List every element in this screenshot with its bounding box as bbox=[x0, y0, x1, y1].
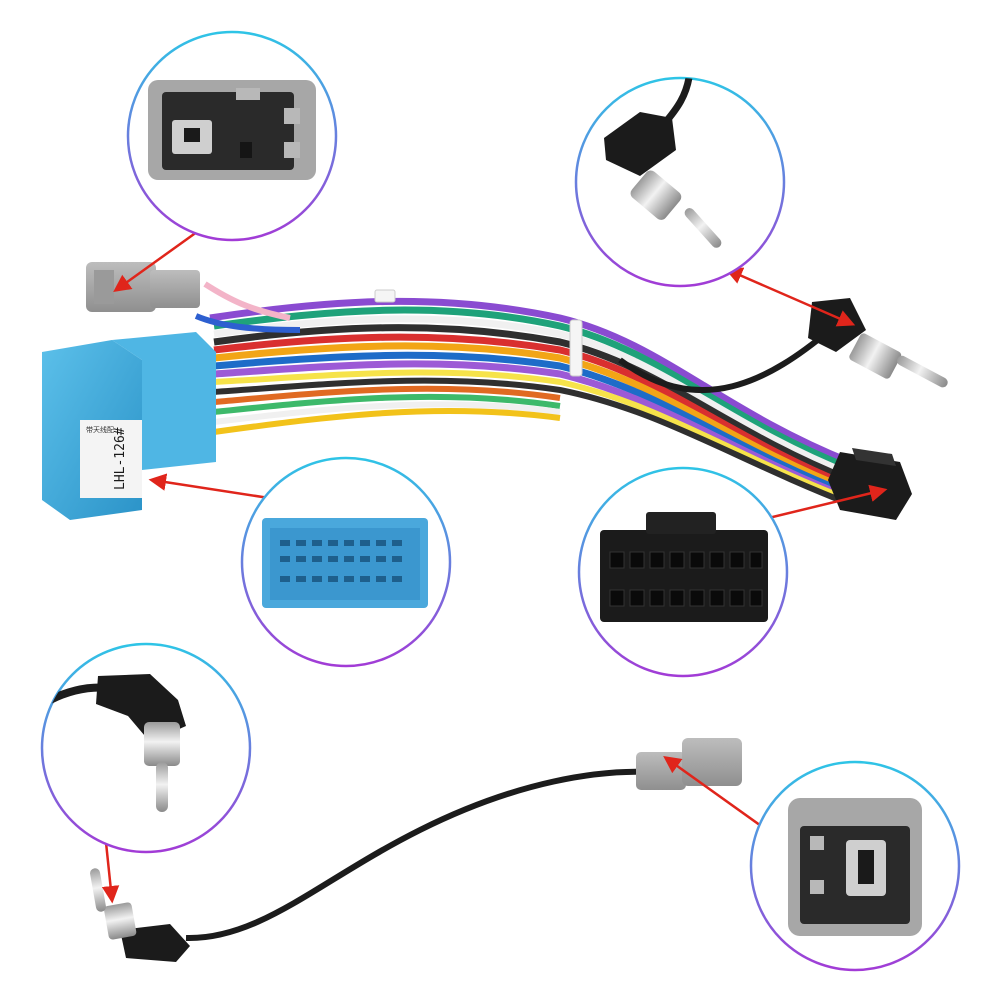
angled-antenna-plug-detail bbox=[574, 76, 786, 288]
antenna-cable-upper bbox=[618, 327, 832, 394]
product-label-sticker bbox=[80, 420, 142, 498]
gray-antenna-plug-detail bbox=[126, 30, 338, 242]
product-label-chinese: 带天线配 bbox=[86, 425, 114, 434]
black-connector-detail bbox=[577, 466, 789, 678]
wire-bundle bbox=[194, 281, 852, 507]
blue-main-connector: 带天线配 LHL-126# bbox=[42, 332, 216, 520]
blue-multipin-icon bbox=[262, 518, 428, 608]
antenna-plug-detail-bottom bbox=[40, 642, 252, 854]
angled-antenna-plug-upper bbox=[808, 298, 948, 388]
antenna-plug-icon bbox=[48, 674, 186, 812]
black-16pin-icon bbox=[600, 512, 768, 622]
gray-socket-icon bbox=[788, 798, 922, 936]
product-label-code: LHL-126# bbox=[113, 427, 128, 490]
antenna-plug-icon bbox=[604, 78, 722, 248]
black-harness-plug bbox=[828, 448, 912, 520]
blue-connector-detail bbox=[240, 456, 452, 668]
gray-socket-icon bbox=[148, 80, 316, 180]
gray-socket-detail-bottom bbox=[749, 760, 961, 972]
